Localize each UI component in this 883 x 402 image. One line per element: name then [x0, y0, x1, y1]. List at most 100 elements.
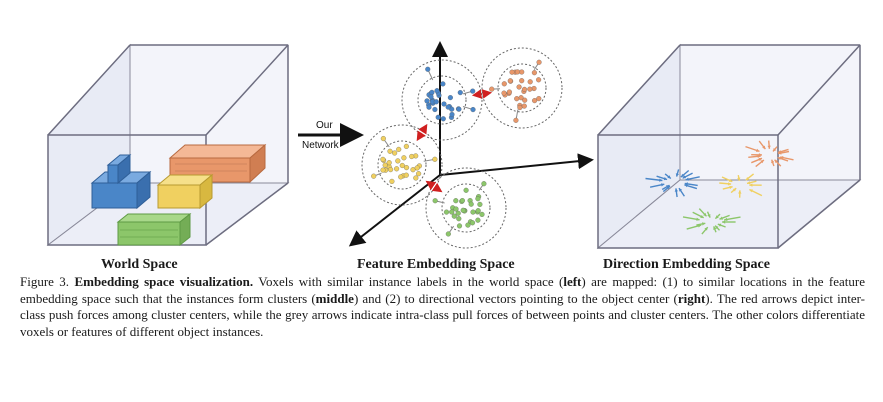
direction-vector-head [704, 227, 708, 231]
cluster-point [475, 208, 481, 214]
caption-title: Embedding space visualization. [74, 274, 254, 289]
cluster-point [475, 217, 481, 223]
caption-left: left [563, 274, 582, 289]
cluster-point [519, 78, 525, 84]
caption-text-4: ). The red arrows depict inter-class pus… [20, 290, 866, 339]
cluster-point [507, 78, 513, 84]
cluster-point [456, 106, 462, 112]
cluster-point [399, 162, 405, 169]
direction-vector-head [659, 178, 663, 182]
cluster-outlier-point [432, 156, 438, 162]
direction-vector-head [732, 188, 737, 192]
cluster-point [451, 213, 457, 219]
direction-vector-head [758, 153, 762, 157]
cluster-point [531, 70, 537, 76]
feature-embedding-label: Feature Embedding Space [357, 257, 515, 272]
cluster-point [501, 90, 507, 96]
direction-vector-head [679, 188, 683, 192]
cluster-point [414, 165, 420, 171]
direction-vector-head [715, 215, 719, 219]
cluster-outlier-point [470, 107, 476, 113]
cluster-point [398, 174, 404, 180]
direction-vector-head [771, 159, 775, 164]
cluster-inner-ring [441, 183, 491, 233]
direction-vector-head [722, 220, 726, 224]
direction-vector-head [747, 181, 751, 185]
yellow-object [156, 173, 214, 210]
direction-embedding-label: Direction Embedding Space [603, 257, 770, 272]
orange-vectors [745, 140, 794, 168]
direction-vector-head [756, 148, 760, 152]
cluster-point [386, 160, 392, 166]
cluster-point [401, 155, 407, 161]
direction-vector-head [728, 178, 733, 182]
cluster-point [527, 79, 533, 85]
cluster-point [441, 101, 447, 107]
direction-vector-head [674, 188, 678, 192]
cluster-outer-ring [361, 124, 443, 206]
blue-cluster [401, 59, 483, 141]
yellow-cluster [361, 124, 443, 206]
cluster-point [455, 210, 461, 216]
cluster-point [380, 167, 386, 173]
direction-vector-head [762, 145, 766, 150]
direction-vector-head [700, 215, 704, 218]
cluster-point [514, 69, 521, 75]
caption-text-1: Voxels with similar instance labels in t… [253, 274, 564, 289]
direction-vector-head [727, 182, 732, 186]
world-space-label: World Space [101, 257, 178, 272]
cluster-point [501, 81, 507, 87]
cluster-point [440, 81, 446, 87]
caption-text-3: ) and (2) to directional vectors pointin… [353, 290, 678, 306]
cluster-point [453, 198, 459, 204]
yellow-vectors [719, 173, 763, 198]
push-force-arrow [425, 180, 437, 191]
direction-vector-head [758, 157, 762, 161]
embedding-axes [348, 41, 594, 247]
cluster-point [456, 223, 463, 229]
cluster-point [389, 178, 395, 184]
direction-vector-head [667, 175, 671, 179]
cluster-outlier-point [489, 86, 495, 92]
cluster-outer-ring [401, 59, 483, 141]
green-object [116, 212, 192, 247]
network-arrow-line1: Our [316, 120, 333, 131]
cluster-point [449, 111, 455, 118]
cluster-point [382, 162, 388, 168]
direction-vector-head [719, 216, 723, 220]
direction-vector-head [729, 185, 733, 190]
direction-vector-head [749, 189, 753, 193]
cluster-point [403, 172, 409, 178]
cluster-point [387, 148, 393, 154]
caption-figure-number: Figure 3. [20, 274, 70, 289]
cluster-point [470, 209, 476, 215]
cluster-point [456, 216, 462, 222]
direction-space-box [596, 43, 862, 250]
direction-vector-head [696, 217, 700, 221]
cluster-outlier-point [425, 66, 431, 72]
figure-caption: Figure 3. Embedding space visualization.… [20, 274, 865, 340]
cluster-point [536, 96, 542, 102]
direction-vector-head [724, 217, 728, 222]
direction-vector-head [702, 222, 706, 226]
direction-vector-head [685, 177, 689, 181]
cluster-point [434, 88, 440, 94]
cluster-point [443, 209, 450, 215]
cluster-point [475, 196, 481, 202]
feature-clusters [361, 47, 563, 249]
orange-cluster [481, 47, 563, 129]
caption-middle: middle [315, 290, 354, 306]
cluster-point [536, 77, 542, 83]
blue-vectors [645, 169, 700, 198]
push-force-arrow [416, 130, 426, 142]
cluster-point [521, 103, 527, 109]
cluster-point [403, 165, 410, 171]
cluster-point [388, 167, 394, 173]
cluster-point [517, 104, 523, 111]
cluster-point [429, 89, 435, 95]
cluster-point [394, 166, 400, 172]
cluster-point [460, 207, 466, 213]
cluster-point [416, 171, 422, 177]
direction-vector-head [703, 212, 707, 217]
cluster-point [477, 201, 483, 207]
